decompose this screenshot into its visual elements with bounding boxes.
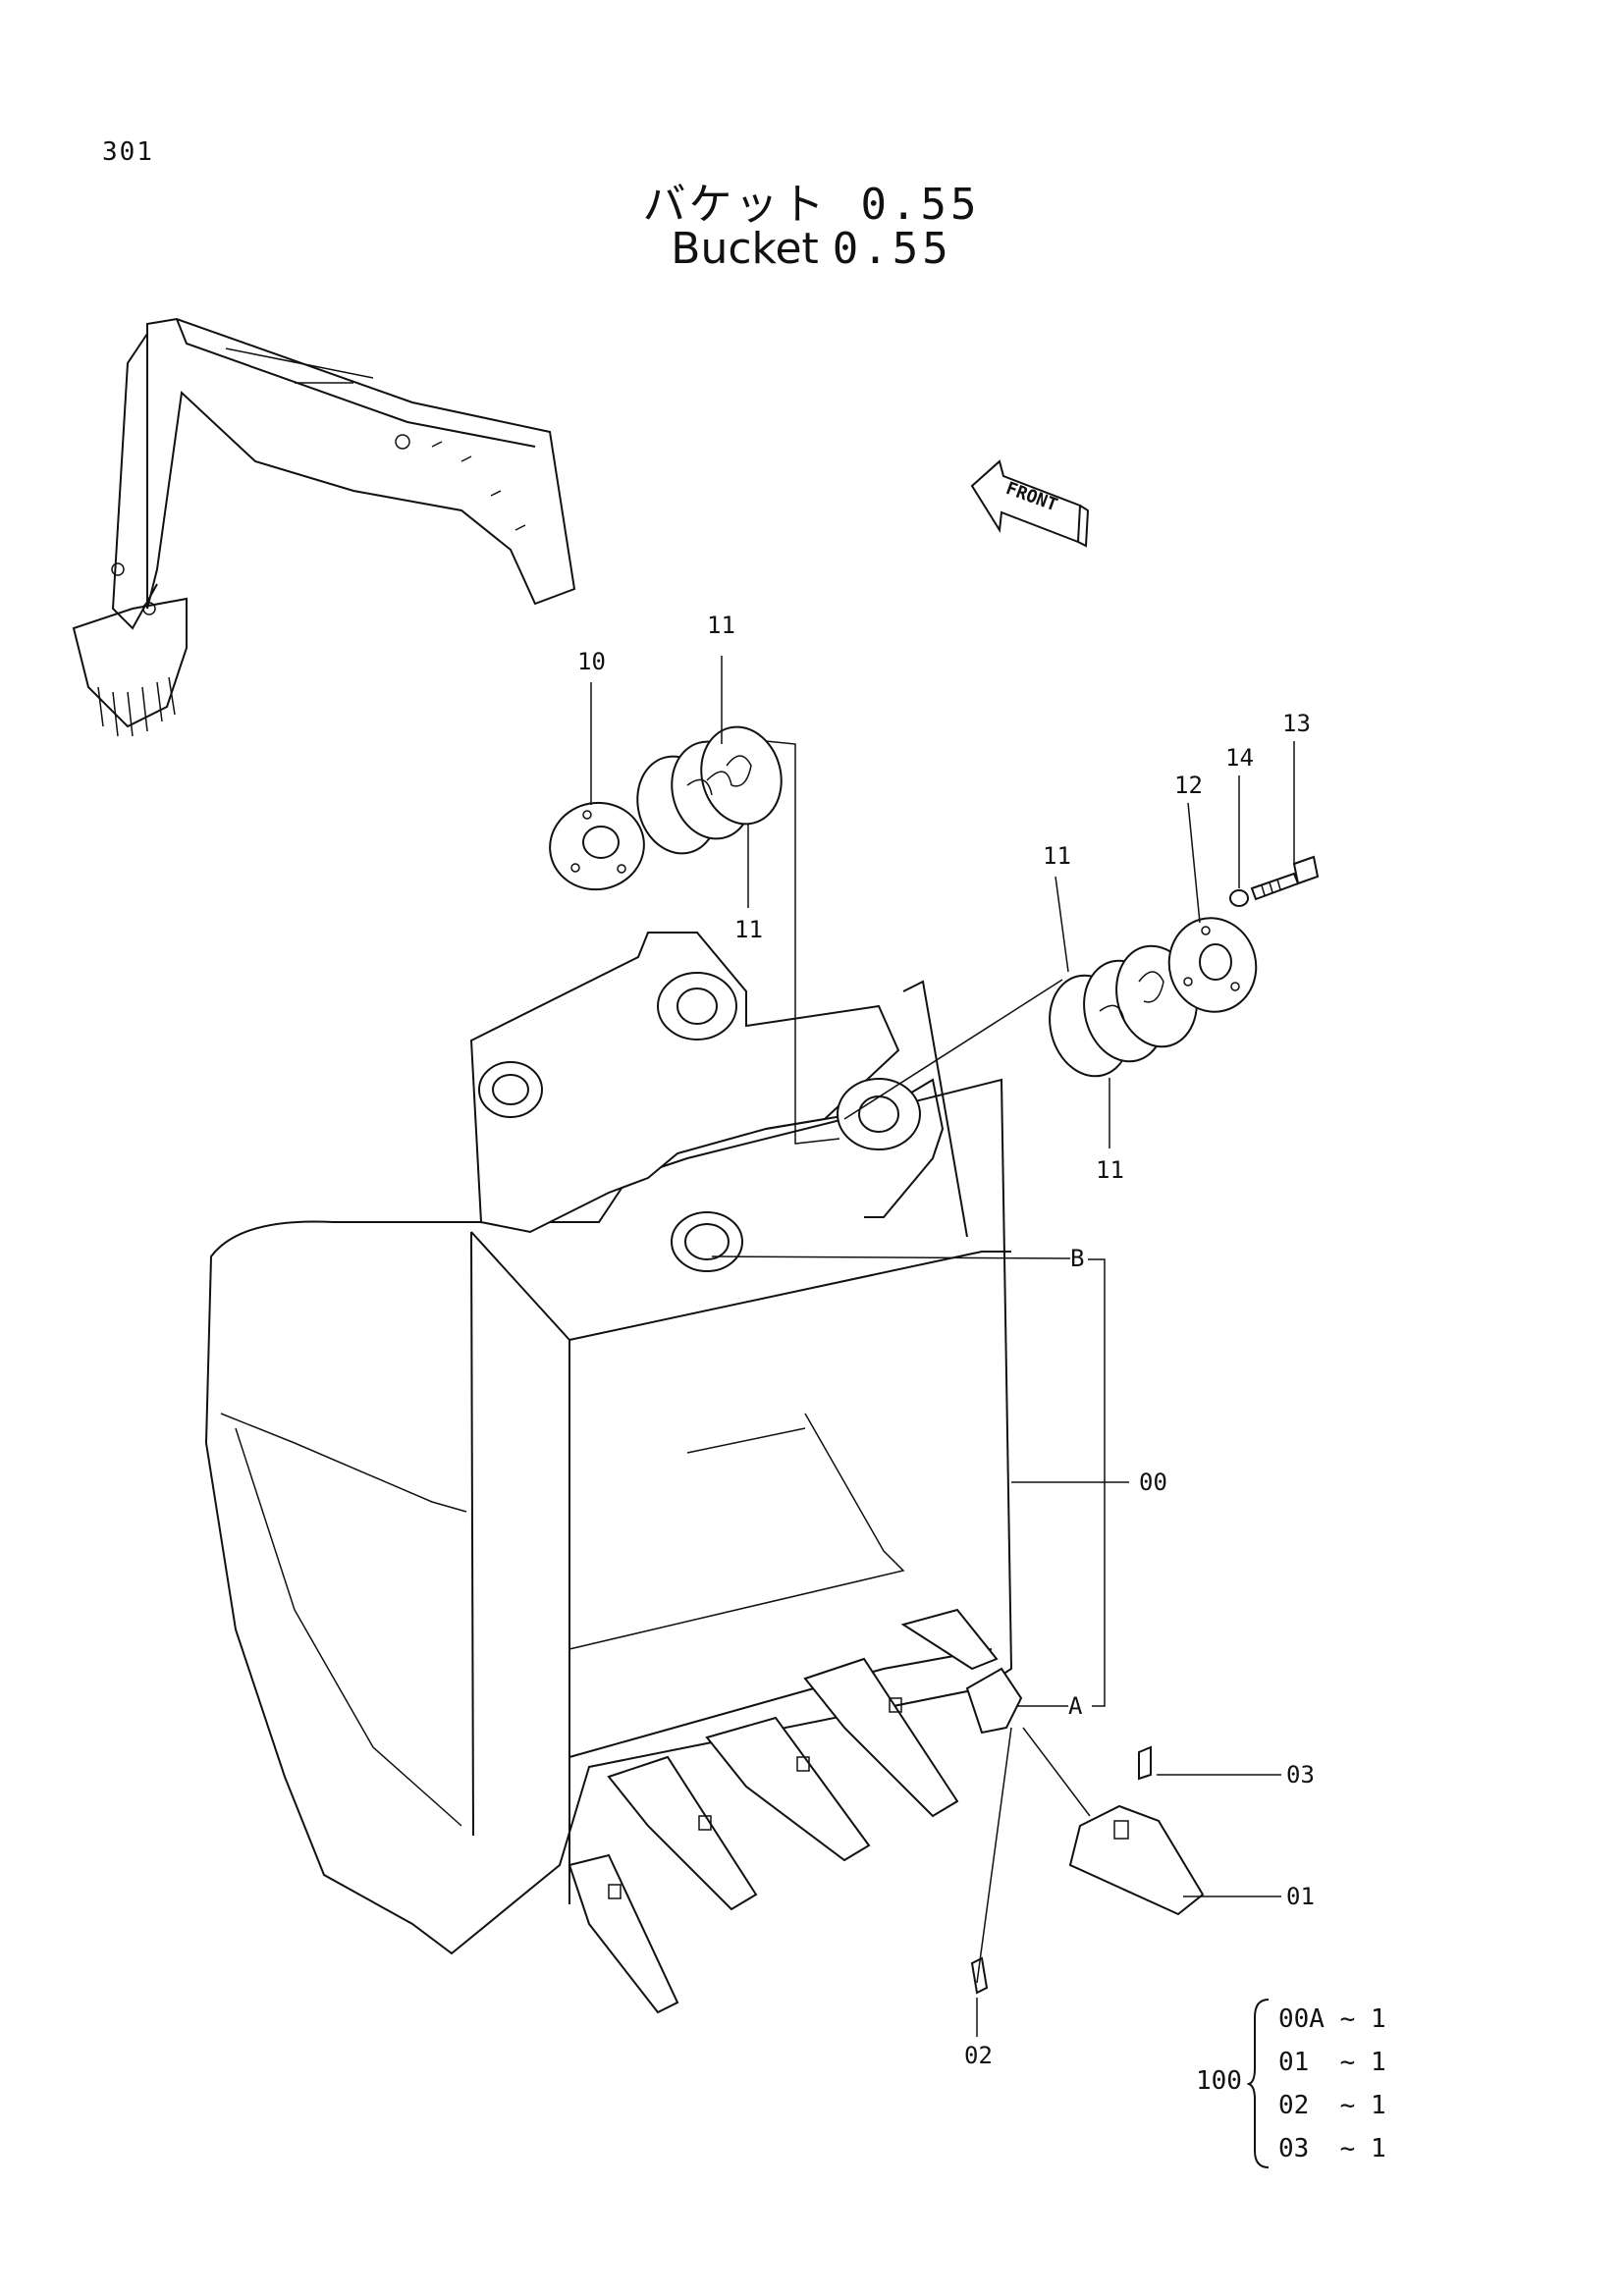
kit-item: 00A ~ 1 [1278,2004,1386,2034]
front-arrow-label: FRONT [1003,478,1060,515]
title-english-text: Bucket [671,224,819,274]
title-japanese: バケット 0.55 [0,169,1623,232]
part-11-shims-left [636,725,783,855]
kit-number: 100 [1196,2066,1242,2096]
part-03-lock [1138,1745,1152,1781]
tooth-adapter [965,1667,1023,1735]
callout-labels: 10 11 11 11 11 12 14 13 B 00 A 03 01 02 [577,612,1315,2069]
part-14-washer [1229,889,1249,907]
front-direction-arrow: FRONT [970,459,1090,548]
part-10-plate [549,801,645,891]
kit-item-qty: 1 [1370,2134,1386,2163]
callout-02: 02 [964,2042,993,2069]
callout-11-bottom-right: 11 [1096,1156,1124,1184]
title-english: Bucket 0.55 [0,224,1623,274]
kit-item: 02 ~ 1 [1278,2091,1386,2120]
title-japanese-size: 0.55 [860,180,981,230]
kit-item-part: 00A [1278,2004,1325,2034]
part-02-pin [970,1956,989,1995]
bucket-teeth-row [568,1608,999,2014]
kit-item: 03 ~ 1 [1278,2134,1386,2163]
kit-item-list: 00A ~ 1 01 ~ 1 02 ~ 1 03 ~ 1 [1278,1998,1386,2170]
callout-a: A [1068,1692,1083,1720]
bucket-mounting-bracket [469,932,945,1272]
part-01-tooth [1068,1804,1205,1916]
callout-01: 01 [1286,1883,1315,1910]
part-13-bolt [1250,855,1320,901]
page-number: 301 [102,137,154,167]
callout-03: 03 [1286,1761,1315,1789]
kit-item-qty: 1 [1370,2048,1386,2077]
kit-item: 01 ~ 1 [1278,2048,1386,2077]
callout-00: 00 [1139,1468,1167,1496]
title-english-size: 0.55 [832,224,952,274]
callout-10: 10 [577,648,606,675]
kit-item-part: 03 [1278,2134,1325,2163]
kit-item-qty: 1 [1370,2091,1386,2120]
kit-item-part: 02 [1278,2091,1325,2120]
kit-brace-icon [1247,1999,1270,2168]
kit-item-qty: 1 [1370,2004,1386,2034]
callout-13: 13 [1282,710,1311,737]
excavator-overview-illustration [72,317,576,737]
part-12-plate [1167,917,1258,1013]
kit-item-part: 01 [1278,2048,1325,2077]
title-japanese-text: バケット [642,180,828,230]
callout-12: 12 [1174,772,1203,799]
callout-11-top-left: 11 [707,612,735,639]
callout-14: 14 [1225,744,1254,772]
callout-11-bottom-left: 11 [734,916,763,943]
callout-11-top-right: 11 [1043,842,1071,870]
callout-b: B [1070,1245,1084,1272]
leader-lines [590,656,1295,2037]
